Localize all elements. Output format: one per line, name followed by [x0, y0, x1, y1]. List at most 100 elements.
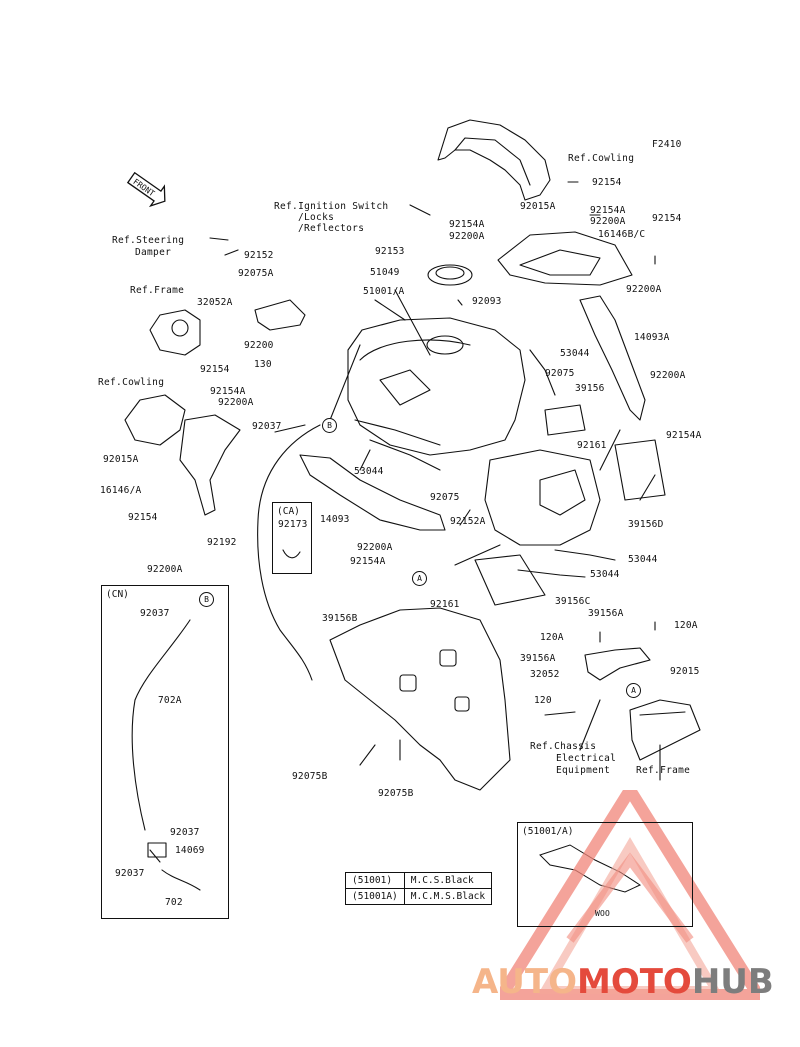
part-label: 92154A [666, 430, 702, 441]
ref-ignition-line3: /Reflectors [298, 223, 365, 234]
part-label: 92037 [115, 868, 145, 879]
part-label: 14069 [175, 845, 205, 856]
legend-row: (51001A) M.C.M.S.Black [345, 888, 493, 905]
ref-cowling-top: Ref.Cowling [568, 153, 635, 164]
part-label: 92154A [350, 556, 386, 567]
ref-chassis-line3: Equipment [556, 765, 611, 776]
ref-steering-line1: Ref.Steering [112, 235, 185, 246]
part-label: 16146/A [100, 485, 142, 496]
legend-row: (51001) M.C.S.Black [345, 872, 493, 889]
ref-chassis-line1: Ref.Chassis [530, 741, 597, 752]
part-label: 53044 [354, 466, 384, 477]
part-label: 51049 [370, 267, 400, 278]
variant-box-code: WOO [595, 909, 611, 918]
part-label: 92154 [128, 512, 158, 523]
part-label: 14093 [320, 514, 350, 525]
ref-frame-left: Ref.Frame [130, 285, 185, 296]
part-label: 92200 [244, 340, 274, 351]
front-direction-icon: FRONT [126, 171, 166, 208]
marker-a: A [626, 683, 641, 698]
part-label: 53044 [628, 554, 658, 565]
ref-ignition-line1: Ref.Ignition Switch [274, 201, 389, 212]
figure-code: F2410 [652, 139, 682, 150]
part-label: 92154 [200, 364, 230, 375]
part-label: 92192 [207, 537, 237, 548]
legend-code: (51001) [345, 872, 405, 889]
ref-chassis-line2: Electrical [556, 753, 617, 764]
part-label: 39156 [575, 383, 605, 394]
part-label: 92037 [170, 827, 200, 838]
watermark-brand: AUTOMOTOHUB [472, 962, 774, 1002]
part-label: 130 [254, 359, 272, 370]
ref-frame-right: Ref.Frame [636, 765, 691, 776]
legend-code: (51001A) [345, 888, 405, 905]
part-label: 92161 [430, 599, 460, 610]
part-label: 120A [674, 620, 698, 631]
part-label: 92037 [252, 421, 282, 432]
ref-ignition-line2: /Locks [298, 212, 335, 223]
part-label: 92173 [278, 519, 308, 530]
part-label: 702A [158, 695, 182, 706]
part-label: 92154 [652, 213, 682, 224]
part-label: 92037 [140, 608, 170, 619]
part-label: 92200A [218, 397, 254, 408]
part-label: 51001/A [363, 286, 405, 297]
part-label: 92153 [375, 246, 405, 257]
part-label: 39156A [520, 653, 556, 664]
part-label: 92015A [103, 454, 139, 465]
part-label: 32052A [197, 297, 233, 308]
part-label: 92154A [590, 205, 626, 216]
part-label: 92075 [430, 492, 460, 503]
variant-51001a-box [517, 822, 693, 927]
ref-steering-line2: Damper [135, 247, 172, 258]
part-label: 92200A [590, 216, 626, 227]
part-label: 92075B [378, 788, 414, 799]
part-label: 92075 [545, 368, 575, 379]
ref-cowling-left: Ref.Cowling [98, 377, 165, 388]
part-label: 14093A [634, 332, 670, 343]
marker-a: A [412, 571, 427, 586]
part-label: 92200A [449, 231, 485, 242]
marker-b: B [199, 592, 214, 607]
variant-box-title: (51001/A) [522, 826, 574, 837]
marker-b: B [322, 418, 337, 433]
watermark-part2: MOTO [576, 962, 692, 1002]
part-label: 120 [534, 695, 552, 706]
part-label: 92152A [450, 516, 486, 527]
watermark-part3: HUB [691, 962, 774, 1002]
part-label: 92152 [244, 250, 274, 261]
part-label: 92200A [650, 370, 686, 381]
part-label: 53044 [590, 569, 620, 580]
part-label: 16146B/C [598, 229, 646, 240]
part-label: 92161 [577, 440, 607, 451]
cn-box-title: (CN) [106, 589, 129, 600]
cn-variant-box [101, 585, 229, 919]
part-label: 120A [540, 632, 564, 643]
ca-box-title: (CA) [277, 506, 300, 517]
part-label: 92200A [626, 284, 662, 295]
part-label: 53044 [560, 348, 590, 359]
part-label: 92093 [472, 296, 502, 307]
ca-variant-box [272, 502, 312, 574]
part-label: 92200A [357, 542, 393, 553]
part-label: 92075B [292, 771, 328, 782]
part-label: 92154A [449, 219, 485, 230]
part-label: 92154 [592, 177, 622, 188]
part-label: 92015A [520, 201, 556, 212]
watermark-triangle-logo [500, 790, 760, 1000]
legend-desc: M.C.M.S.Black [403, 888, 493, 905]
part-label: 92075A [238, 268, 274, 279]
part-label: 92200A [147, 564, 183, 575]
legend-desc: M.C.S.Black [403, 872, 493, 889]
part-label: 39156B [322, 613, 358, 624]
part-label: 39156C [555, 596, 591, 607]
part-label: 92154A [210, 386, 246, 397]
part-label: 32052 [530, 669, 560, 680]
watermark-part1: AUTO [472, 962, 577, 1002]
color-legend-table: (51001) M.C.S.Black (51001A) M.C.M.S.Bla… [345, 872, 493, 905]
part-label: 702 [165, 897, 183, 908]
part-label: 92015 [670, 666, 700, 677]
part-label: 39156A [588, 608, 624, 619]
